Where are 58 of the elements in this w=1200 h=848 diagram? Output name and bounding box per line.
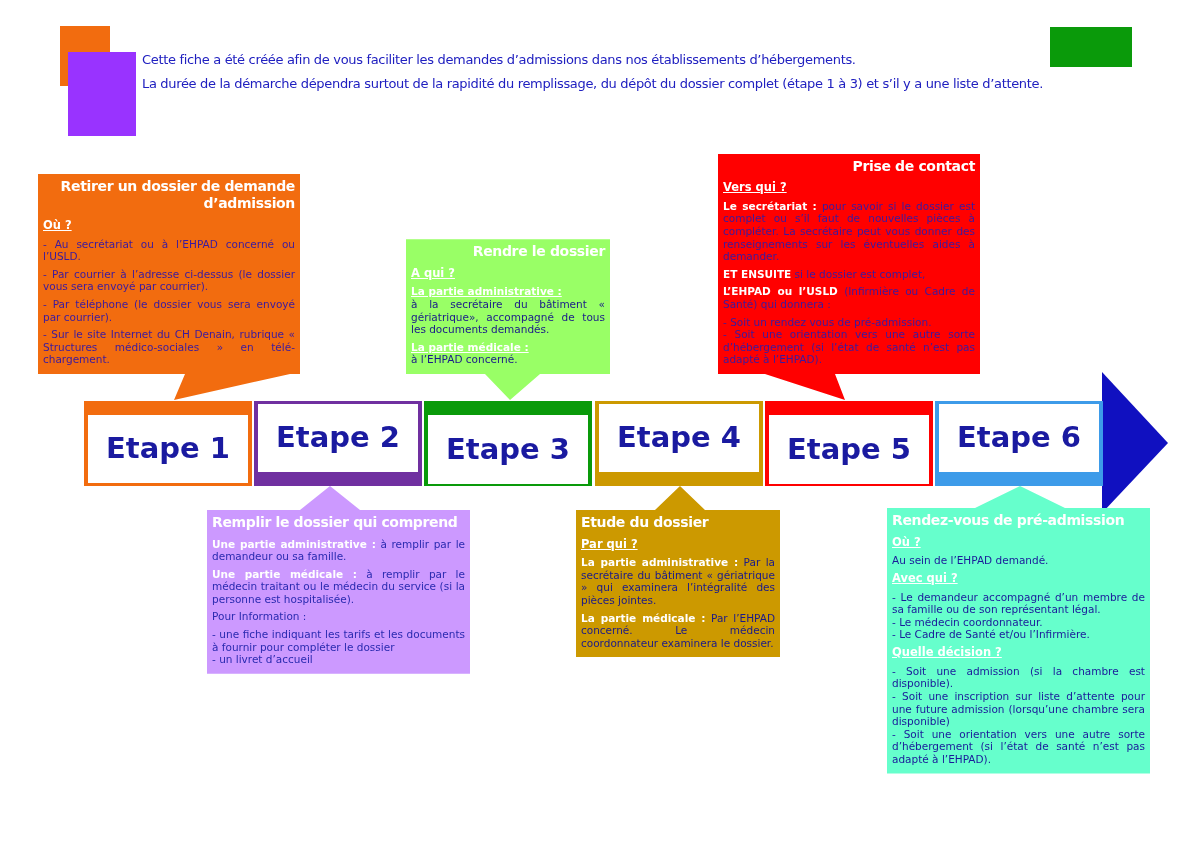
callout-text: Au sein de l’EHPAD demandé. <box>892 554 1050 567</box>
step-band <box>935 401 1103 486</box>
callout-subheading: Par qui ? <box>581 537 639 552</box>
callout-text: - Par téléphone (le dossier vous sera envoyé par courrier). <box>43 298 295 324</box>
callout-text: La partie administrative : à la secrétaire du bâtiment « gériatrique», accompagné de tous les documents demandés. <box>411 285 605 336</box>
callout-text: - Le médecin coordonnateur. <box>892 615 1044 629</box>
callout-text: La partie administrative : Par la secrétaire du bâtiment « gériatrique » qui examinera l’intégralité des pièces jointes. <box>581 556 775 607</box>
callout-text: - Soit une admission (si la chambre est disponible). <box>892 664 1145 691</box>
step-title: Etape 2 <box>276 419 400 457</box>
callout-text: ET ENSUITE si le dossier est complet, <box>723 267 927 281</box>
speech-bubble <box>718 153 980 400</box>
step-title: Etape 5 <box>787 430 911 468</box>
callout-heading: Rendre le dossier <box>471 243 605 261</box>
callout-text: - Soit une orientation vers une autre sorte d’hébergement (si l’état de santé n’est pas adapté à l’EHPAD). <box>723 328 975 366</box>
callout-subheading: Quelle décision ? <box>892 646 1003 660</box>
step-title: Etape 1 <box>106 430 230 468</box>
step-band <box>84 401 252 486</box>
speech-bubble <box>406 239 610 400</box>
step-band <box>424 401 592 486</box>
callout-heading: Retirer un dossier de demande d’admission <box>59 177 295 213</box>
callout-text: - Au secrétariat ou à l’EHPAD concerné ou l’USLD. <box>43 237 295 263</box>
callout-text: - Par courrier à l’adresse ci-dessus (le dossier vous sera envoyé par courrier). <box>43 267 295 294</box>
callout-text: - Soit une inscription sur liste d’attente pour une future admission (lorsqu’une chambre sera disponible) <box>892 690 1145 728</box>
step-title: Etape 3 <box>446 430 570 468</box>
callout-text: - Soit un rendez vous de pré-admission. <box>723 315 933 329</box>
callout-text: - Le demandeur accompagné d’un membre de sa famille ou de son représentant légal. <box>892 590 1145 616</box>
callout-heading: Rendez-vous de pré-admission <box>892 512 1126 530</box>
step-band <box>765 401 933 486</box>
callout-subheading: Avec qui ? <box>892 571 959 586</box>
intro-text: Cette fiche a été créée afin de vous faciliter les demandes d’admissions dans nos établissements d’hébergements. <box>142 51 856 69</box>
callout-subheading: Où ? <box>43 218 73 233</box>
speech-bubble <box>576 486 780 658</box>
callout-text: Le secrétariat : pour savoir si le dossier est complet ou s’il faut de nouvelles pièces à compléter. La secrétaire peut vous donner des renseignements sur les éventuelles aides à demander. <box>723 199 975 263</box>
callout-subheading: A qui ? <box>411 266 456 281</box>
step-title: Etape 4 <box>617 419 741 457</box>
callout-text: La partie médicale : à l’EHPAD concerné. <box>411 340 530 366</box>
callout-heading: Etude du dossier <box>581 514 710 532</box>
speech-bubble <box>38 173 300 400</box>
intro-text: La durée de la démarche dépendra surtout de la rapidité du remplissage, du dépôt du dossier complet (étape 1 à 3) et s’il y a une liste d’attente. <box>142 75 1043 93</box>
step-band <box>595 401 763 486</box>
step-title: Etape 6 <box>957 419 1081 457</box>
callout-text: - une fiche indiquant les tarifs et les documents à fournir pour compléter le dossier <box>212 628 465 654</box>
callout-text: L’EHPAD ou l’USLD (Infirmière ou Cadre de Santé) qui donnera : <box>723 285 975 311</box>
callout-text: - un livret d’accueil <box>212 653 314 666</box>
callout-subheading: Où ? <box>892 535 922 550</box>
speech-bubble <box>887 486 1150 774</box>
callout-text: - Sur le site Internet du CH Denain, rubrique « Structures médico-sociales » en télé-chargement. <box>43 328 295 366</box>
callout-text: La partie médicale : Par l’EHPAD concerné. Le médecin coordonnateur examinera le dossier. <box>581 611 775 650</box>
step-band <box>254 401 422 486</box>
callout-text: Pour Information : <box>212 610 308 624</box>
callout-subheading: Vers qui ? <box>723 181 788 195</box>
speech-bubble <box>207 486 470 674</box>
callout-text: Une partie administrative : à remplir par le demandeur ou sa famille. <box>212 537 465 563</box>
callout-heading: Remplir le dossier qui comprend <box>212 514 459 532</box>
callout-text: - Le Cadre de Santé et/ou l’Infirmière. <box>892 628 1091 642</box>
callout-heading: Prise de contact <box>851 157 975 176</box>
callout-text: Une partie médicale : à remplir par le médecin traitant ou le médecin du service (si la personne est hospitalisée). <box>212 567 465 606</box>
callout-text: - Soit une orientation vers une autre sorte d’hébergement (si l’état de santé n’est pas adapté à l’EHPAD). <box>892 727 1145 766</box>
